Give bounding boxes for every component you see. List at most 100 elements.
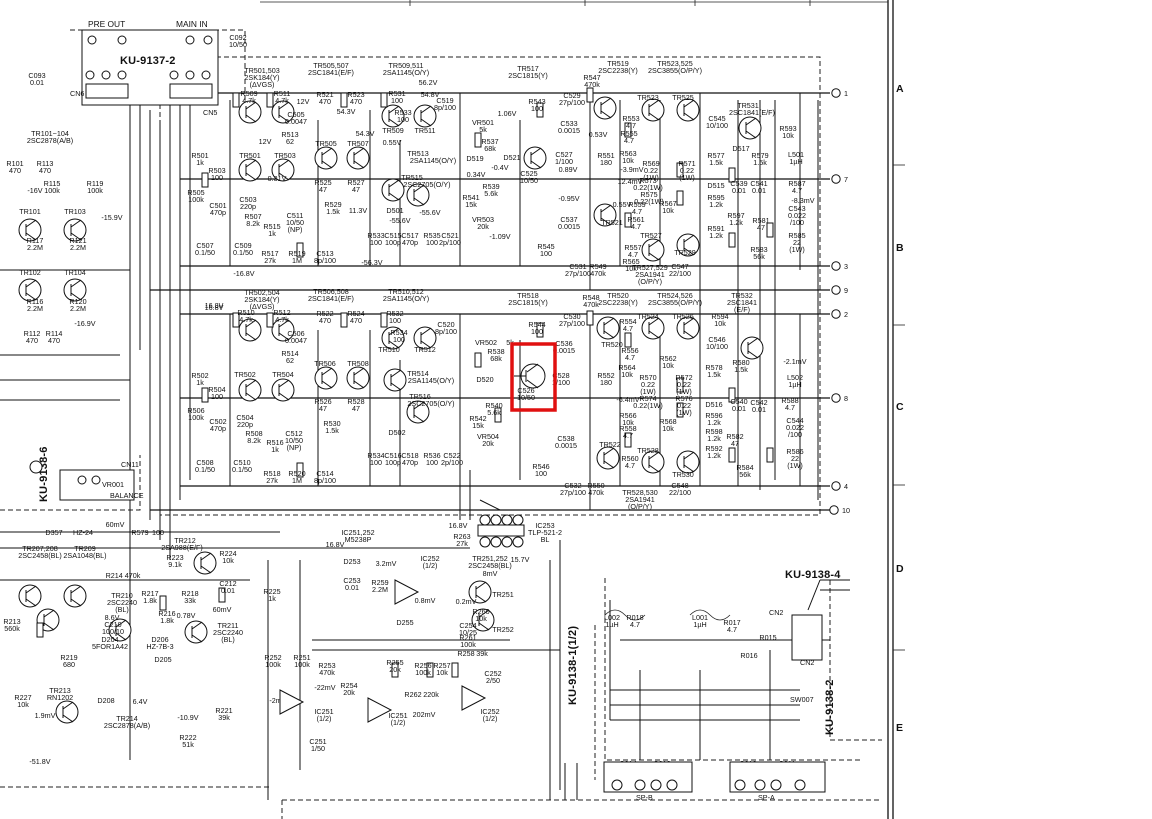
component-label: 10k xyxy=(622,418,634,427)
component-label: 1µH xyxy=(789,157,802,166)
component-label: 10/25 xyxy=(459,628,477,637)
node-circle xyxy=(831,285,841,295)
component-label: 2SC2240 xyxy=(107,598,137,607)
transistor-collector xyxy=(388,179,400,188)
component-label: 100k xyxy=(415,668,431,677)
transistor-emitter xyxy=(278,114,290,123)
component-label: 12V xyxy=(259,137,272,146)
component-label: 0.0015 xyxy=(555,441,577,450)
transistor-symbol xyxy=(18,584,42,608)
component-label: R532 xyxy=(386,309,403,318)
transistor-collector xyxy=(278,101,290,110)
transistor-symbol xyxy=(63,218,87,242)
component-label: -6.4mV xyxy=(616,395,639,404)
transistor-symbol xyxy=(676,98,700,122)
component-label: C513 xyxy=(316,249,333,258)
component-label: C528 xyxy=(552,371,569,380)
component-label: R114 xyxy=(46,329,63,338)
component-label: C512 xyxy=(285,429,302,438)
component-label: 47 xyxy=(319,404,327,413)
transistor-symbol xyxy=(238,100,262,124)
transistor-collector xyxy=(745,117,757,126)
component-label: R258 xyxy=(457,649,474,658)
component-label: 15.7V xyxy=(511,555,530,564)
component-label: C533 xyxy=(560,119,577,128)
component-label: 470 xyxy=(9,166,21,175)
transistor-collector xyxy=(530,147,542,156)
component-label: (1W) xyxy=(789,245,805,254)
component-label: BL xyxy=(541,535,550,544)
resistor-symbol xyxy=(232,312,240,328)
component-label: 2SA1048(BL) xyxy=(63,551,106,560)
component-label: 4.7 xyxy=(792,186,802,195)
component-label: 0.22 xyxy=(680,166,694,175)
component-label: TR515 xyxy=(401,173,423,182)
component-label: IC253 xyxy=(535,521,554,530)
component-label: 60mV xyxy=(106,520,125,529)
component-labels: TR501,5032SK184(Y)(ΔVGS)TR505,5072SC1841… xyxy=(3,33,814,768)
row-letter-d: D xyxy=(896,563,904,575)
transistor-collector xyxy=(600,204,612,213)
resistor-symbol xyxy=(232,92,240,108)
component-label: C540 xyxy=(730,397,747,406)
component-label: R531 xyxy=(388,89,405,98)
component-label: 100k xyxy=(460,640,476,649)
transistor-emitter xyxy=(70,232,82,241)
component-label: R527 xyxy=(347,178,364,187)
component-label: 1M xyxy=(292,476,302,485)
transistor-symbol xyxy=(18,218,42,242)
component-label: 27k xyxy=(266,476,278,485)
transistor-symbol xyxy=(238,378,262,402)
component-label: 10/50 xyxy=(285,436,303,445)
transistor-symbol xyxy=(738,116,762,140)
component-label: R257 xyxy=(433,661,450,670)
component-label: 0.022 xyxy=(788,211,806,220)
component-label: 0.1/50 xyxy=(195,248,215,257)
component-label: (1/2) xyxy=(423,561,438,570)
component-label: 1.5k xyxy=(734,365,748,374)
component-label: R568 xyxy=(659,417,676,426)
cn2-label: CN2 xyxy=(769,608,783,617)
component-label: 100 xyxy=(391,96,403,105)
component-label: 2SK184(Y) xyxy=(244,73,279,82)
component-label: 22 xyxy=(793,238,801,247)
component-label: TR524,526 xyxy=(657,291,693,300)
component-label: R526 xyxy=(314,397,331,406)
component-label: 4.7 xyxy=(624,136,634,145)
component-label: 12.4mV xyxy=(618,177,643,186)
component-label: 10/100 xyxy=(706,342,728,351)
component-label: 60mV xyxy=(213,605,232,614)
component-label: D206 xyxy=(151,635,168,644)
component-label: 100 xyxy=(426,238,438,247)
component-label: R544 xyxy=(528,320,545,329)
component-label: 51k xyxy=(182,740,194,749)
component-label: 10k xyxy=(436,668,448,677)
component-label: R551 xyxy=(597,151,614,160)
component-label: R595 xyxy=(707,193,724,202)
component-label: R509 xyxy=(240,89,257,98)
component-label: 470p xyxy=(402,238,418,247)
component-label: 2.2M xyxy=(70,243,86,252)
component-label: R117 xyxy=(27,236,44,245)
component-label: R541 xyxy=(462,193,479,202)
component-label: 0.0047 xyxy=(285,336,307,345)
component-label: R216 xyxy=(158,609,175,618)
component-label: R577 xyxy=(707,151,724,160)
component-label: 10k xyxy=(714,319,726,328)
component-label: 20k xyxy=(343,688,355,697)
transistor-collector xyxy=(353,147,365,156)
component-label: R554 xyxy=(619,317,636,326)
transistor-symbol xyxy=(271,100,295,124)
component-label: L001 xyxy=(692,613,708,622)
transistor-collector xyxy=(245,159,257,168)
component-label: 180 xyxy=(600,158,612,167)
resistor-symbol xyxy=(586,87,594,103)
component-label: (1W) xyxy=(643,173,659,182)
component-label: C509 xyxy=(234,241,251,250)
component-label: 100 xyxy=(211,173,223,182)
transistor-emitter xyxy=(420,340,432,349)
transistor-symbol xyxy=(63,584,87,608)
component-label: -16.9V xyxy=(74,319,95,328)
component-label: (E/F) xyxy=(734,305,750,314)
component-label: TR532 xyxy=(731,291,753,300)
